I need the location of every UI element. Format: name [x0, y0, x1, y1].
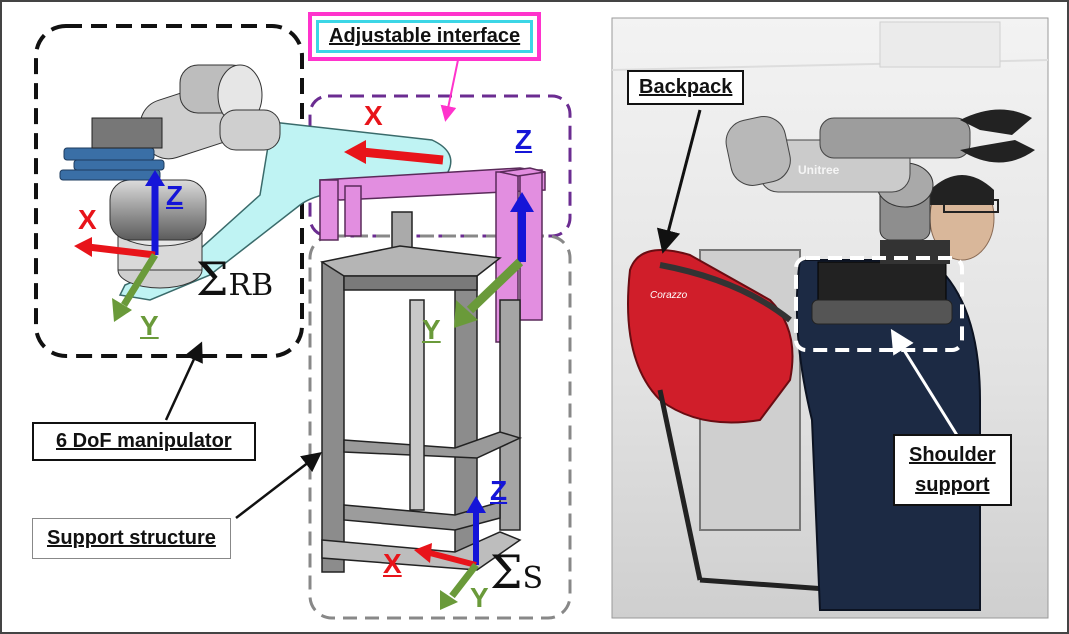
y-label-rb: Y — [140, 310, 159, 341]
y-label-s: Y — [470, 582, 489, 613]
interface-callout — [440, 59, 459, 122]
adjustable-interface-label-frame: Adjustable interface — [308, 12, 542, 61]
shoulder-support-box — [794, 256, 964, 352]
shoulder-support-line1: Shoulder — [909, 444, 996, 466]
z-label-rb: Z — [166, 180, 184, 211]
frame-rb-symbol: ΣRB — [196, 252, 274, 306]
shoulder-support-line2: support — [915, 474, 990, 496]
unitree-arm: Unitree — [725, 109, 1035, 241]
robot-brand-text: Unitree — [798, 163, 840, 177]
frame-s-symbol: ΣS — [490, 545, 544, 599]
manipulator-callout — [164, 341, 203, 421]
shoulder-callout — [890, 328, 962, 441]
support-callout — [235, 451, 322, 519]
backpack-callout — [656, 109, 702, 254]
bag-brand-text: Corazzo — [650, 290, 688, 301]
photo: Unitree Corazzo — [611, 17, 1049, 619]
z-label-s: Z — [490, 475, 508, 506]
shoulder-support-label: Shoulder support — [893, 434, 1012, 506]
backpack-label: Backpack — [627, 70, 745, 105]
y-axis-arrow-rb — [121, 253, 158, 307]
support-axes — [414, 496, 486, 610]
x-label-s: X — [383, 548, 402, 579]
z-label-interface: Z — [515, 124, 533, 155]
x-label-interface: X — [364, 100, 383, 131]
support-structure-label: Support structure — [32, 518, 231, 559]
support-box — [308, 234, 572, 620]
interface-axes — [344, 140, 534, 328]
manipulator-label: 6 DoF manipulator — [32, 422, 256, 461]
manipulator-axes — [74, 170, 165, 322]
y-label-interface: Y — [422, 314, 441, 345]
interface-frame — [319, 167, 546, 343]
manipulator-drawing — [59, 64, 281, 289]
x-axis-arrow-rb — [87, 243, 156, 259]
adjustable-interface-label: Adjustable interface — [316, 20, 534, 53]
person-body — [795, 259, 981, 611]
x-label-rb: X — [78, 204, 97, 235]
